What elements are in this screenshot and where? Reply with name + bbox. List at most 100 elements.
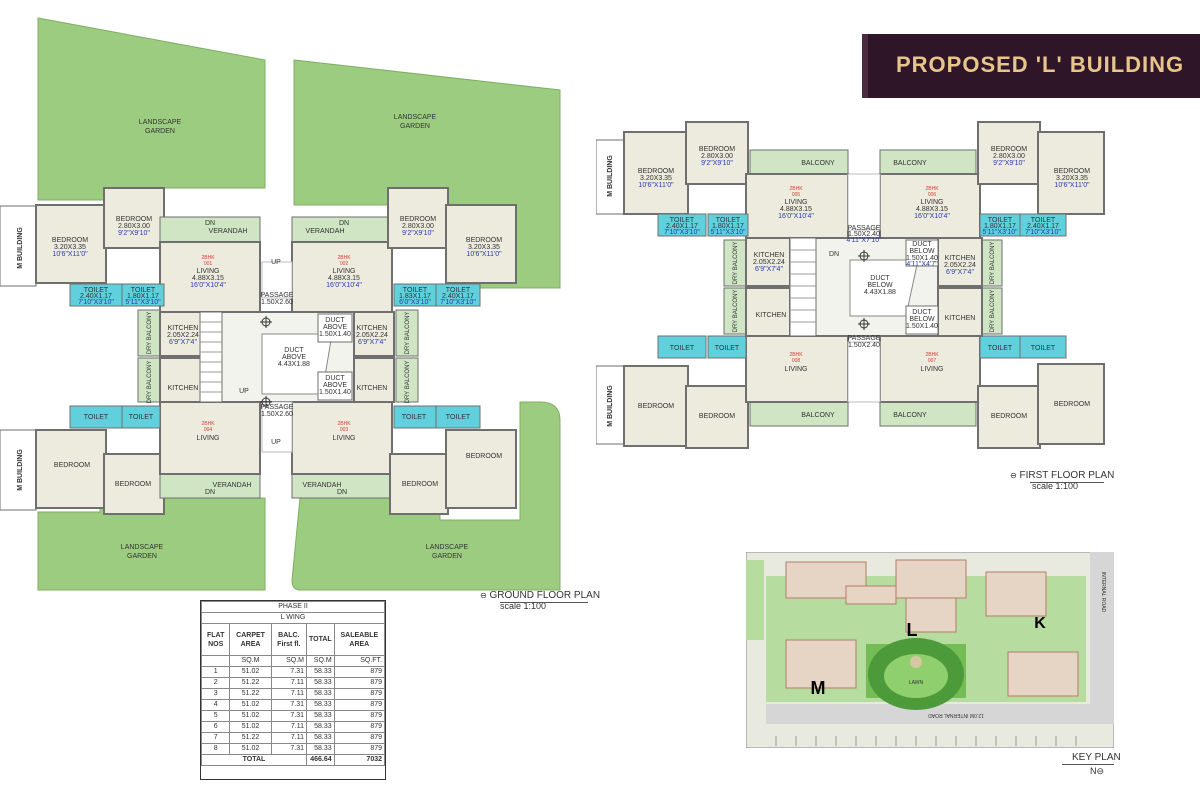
duct-dim: 1.50X1.40 xyxy=(906,323,938,330)
flat-002 xyxy=(291,187,517,357)
bedroom-dim: 3.20X3.35 xyxy=(1056,175,1088,182)
col-header-saleable: SALEABLE AREA xyxy=(333,623,386,656)
kitchen-ft: 6'9"X7'4" xyxy=(755,266,783,273)
bedroom-label: BEDROOM xyxy=(638,403,674,410)
living-label: LIVING xyxy=(333,268,356,275)
toilet-label: TOILET xyxy=(446,414,471,421)
flat-type: 2BHK xyxy=(925,352,939,358)
table-cell: 3 xyxy=(200,688,231,700)
dry-balcony-label: DRY BALCONY xyxy=(990,242,996,285)
table-cell: 58.33 xyxy=(305,710,335,722)
living-label: LIVING xyxy=(921,366,944,373)
first-floor-plan: M BUILDING M BUILDING BEDROOM 3.20X3.35 … xyxy=(596,121,1105,449)
col-header-total: TOTAL xyxy=(305,623,335,656)
table-cell: 7.11 xyxy=(270,688,307,700)
kitchen-ft: 6'9"X7'4" xyxy=(358,339,386,346)
unit-cell xyxy=(200,655,231,667)
balcony-label: BALCONY xyxy=(801,160,835,167)
table-cell: 7.31 xyxy=(270,699,307,711)
toilet-dim: 2.40X1.17 xyxy=(1027,223,1059,230)
flat-type: 2BHK xyxy=(337,421,351,427)
passage-dim: 1.50X2.60 xyxy=(261,411,293,418)
bedroom-label: BEDROOM xyxy=(699,146,735,153)
dry-balcony-label: DRY BALCONY xyxy=(405,312,411,355)
verandah-label: VERANDAH xyxy=(213,482,252,489)
balcony-label: BALCONY xyxy=(893,160,927,167)
bedroom-label: BEDROOM xyxy=(638,168,674,175)
bedroom-label: BEDROOM xyxy=(991,146,1027,153)
table-cell: 879 xyxy=(333,710,386,722)
kitchen-label: KITCHEN xyxy=(754,252,785,259)
first-floor-scale: scale 1:100 xyxy=(1032,481,1079,491)
first-floor-caption: ⊖ FIRST FLOOR PLAN scale 1:100 xyxy=(1010,470,1114,491)
table-cell: 4 xyxy=(200,699,231,711)
m-building-top xyxy=(0,205,37,287)
duct-above-label: ABOVE xyxy=(323,382,347,389)
kitchen-label: KITCHEN xyxy=(357,385,388,392)
bedroom-dim: 3.20X3.35 xyxy=(54,244,86,251)
garden-label-tl-2: GARDEN xyxy=(145,128,175,135)
flat-type: 2BHK xyxy=(925,186,939,192)
table-cell: 879 xyxy=(333,732,386,744)
toilet-label: TOILET xyxy=(446,287,471,294)
kitchen-label: KITCHEN xyxy=(357,325,388,332)
toilet-ft: 7'10"X3'10" xyxy=(440,299,476,306)
toilet-ft: 5'11"X3'10" xyxy=(125,299,161,306)
flat-type: 2BHK xyxy=(789,352,803,358)
bedroom-ft: 10'6"X11'0" xyxy=(466,251,502,258)
dn-label: DN xyxy=(205,220,215,227)
bedroom-dim: 2.80X3.00 xyxy=(402,223,434,230)
kitchen-label: KITCHEN xyxy=(756,312,787,319)
toilet-label: TOILET xyxy=(131,287,156,294)
table-cell: 879 xyxy=(333,743,386,755)
living-ft: 16'0"X10'4" xyxy=(326,282,362,289)
toilet-dim: 2.40X1.17 xyxy=(80,293,112,300)
flat-type: 2BHK xyxy=(201,421,215,427)
toilet-dim: 1.80X1.17 xyxy=(127,293,159,300)
toilet-label: TOILET xyxy=(716,217,741,224)
table-cell: 7.11 xyxy=(270,721,307,733)
flat-number: 007 xyxy=(928,358,937,364)
duct-label: DUCT xyxy=(325,375,345,382)
verandah-label: VERANDAH xyxy=(303,482,342,489)
bedroom-ft: 10'6"X11'0" xyxy=(52,251,88,258)
toilet-label: TOILET xyxy=(670,217,695,224)
verandah-label: VERANDAH xyxy=(209,228,248,235)
bedroom-dim: 2.80X3.00 xyxy=(701,153,733,160)
balcony-label: BALCONY xyxy=(893,412,927,419)
area-statement-table: PHASE II L WING FLAT NOS CARPET AREA BAL… xyxy=(200,600,386,780)
kitchen-ft: 6'9"X7'4" xyxy=(169,339,197,346)
table-cell: 51.02 xyxy=(229,743,272,755)
col-header-balcony: BALC. First fl. xyxy=(270,623,307,656)
table-cell: 51.02 xyxy=(229,666,272,678)
flat-number: 002 xyxy=(340,261,349,267)
table-cell: 879 xyxy=(333,699,386,711)
col-header-flat-nos: FLAT NOS xyxy=(200,623,231,656)
compass-icon xyxy=(858,250,870,330)
bedroom-label: BEDROOM xyxy=(116,216,152,223)
table-cell: 8 xyxy=(200,743,231,755)
bedroom-ft: 9'2"X9'10" xyxy=(993,160,1025,167)
table-title: PHASE II xyxy=(201,601,385,613)
table-cell: 51.22 xyxy=(229,677,272,689)
toilet-label: TOILET xyxy=(84,414,109,421)
table-cell: 58.33 xyxy=(305,732,335,744)
bedroom-label: BEDROOM xyxy=(466,237,502,244)
lawn: LAWN xyxy=(866,638,966,710)
bedroom-ft: 9'2"X9'10" xyxy=(402,230,434,237)
passage-ft: 4'11"X7'10" xyxy=(846,237,882,244)
dn-label: DN xyxy=(337,489,347,496)
dry-balcony-label: DRY BALCONY xyxy=(147,361,153,404)
m-building-label-bottom: M BUILDING xyxy=(607,385,614,427)
table-cell: 58.33 xyxy=(305,699,335,711)
table-cell: 51.02 xyxy=(229,699,272,711)
table-cell: 5 xyxy=(200,710,231,722)
garden-top-left xyxy=(37,17,266,201)
living-dim: 4.88X3.15 xyxy=(780,206,812,213)
flat-type: 2BHK xyxy=(337,255,351,261)
kitchen-label: KITCHEN xyxy=(945,255,976,262)
road-label-bottom: 12.0M INTERNAL ROAD xyxy=(928,712,984,718)
